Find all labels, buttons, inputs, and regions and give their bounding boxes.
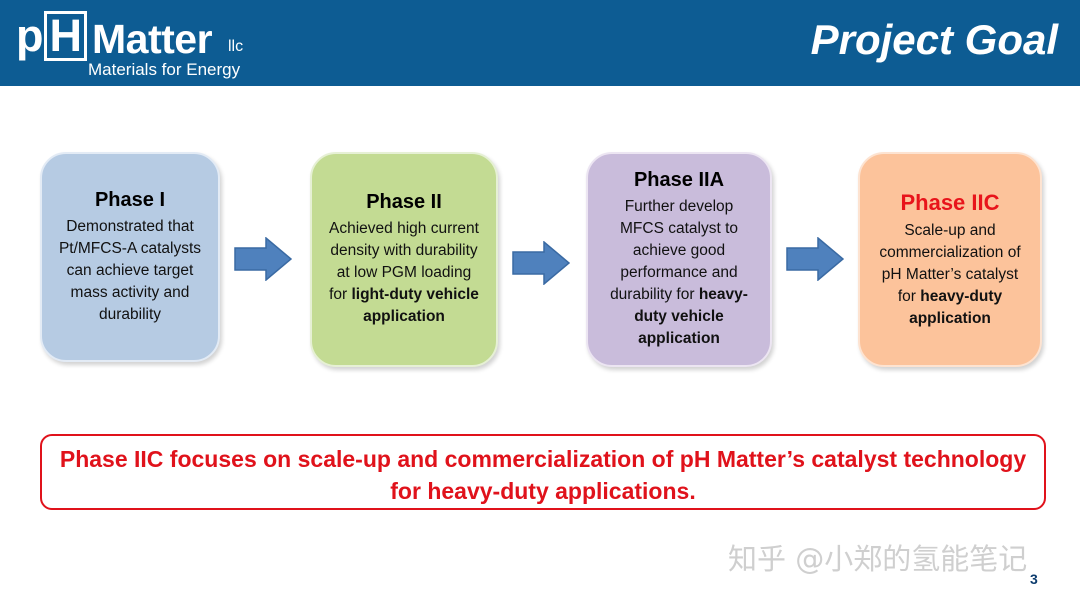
phase-description: Further develop MFCS catalyst to achieve… (602, 196, 756, 350)
phase-desc-text: Further develop MFCS catalyst to achieve… (610, 198, 738, 303)
logo-tagline: Materials for Energy (88, 60, 241, 79)
page-title: Project Goal (810, 16, 1058, 63)
phase-description: Demonstrated that Pt/MFCS-A catalysts ca… (56, 216, 204, 326)
phase-desc-text: Achieved high current density with durab… (329, 220, 479, 303)
phase-desc-text: Demonstrated that Pt/MFCS-A catalysts ca… (58, 217, 202, 323)
logo-matter: Matter (92, 16, 213, 62)
phase-desc-bold: heavy-duty vehicle application (634, 286, 748, 347)
phase-box-2: Phase II Achieved high current density w… (310, 152, 498, 367)
phase-title: Phase IIA (633, 169, 725, 191)
phase-box-3: Phase IIA Further develop MFCS catalyst … (586, 152, 772, 367)
right-arrow-icon (234, 237, 292, 281)
phase-title: Phase II (366, 191, 442, 213)
header-bar: pH pH Matter llc Materials for Energy Pr… (0, 0, 1080, 86)
page-number: 3 (1030, 571, 1038, 587)
company-logo[interactable]: pH pH Matter llc Materials for Energy (16, 8, 256, 82)
phase-desc-text: Scale-up and commercialization of pH Mat… (879, 221, 1021, 305)
phase-title: Phase IIC (900, 189, 1000, 215)
summary-banner: Phase IIC focuses on scale-up and commer… (40, 434, 1046, 510)
phase-description: Achieved high current density with durab… (326, 218, 482, 328)
watermark: 知乎 @小郑的氢能笔记 (728, 542, 1028, 576)
phase-title: Phase I (94, 188, 166, 211)
phase-description: Scale-up and commercialization of pH Mat… (874, 220, 1026, 330)
logo-h-boxed: H (43, 11, 87, 61)
right-arrow-icon (512, 241, 570, 285)
right-arrow-icon (786, 237, 844, 281)
phase-desc-bold: heavy-duty application (909, 287, 1003, 327)
phase-desc-bold: light-duty vehicle application (351, 286, 479, 325)
phase-box-1: Phase I Demonstrated that Pt/MFCS-A cata… (40, 152, 220, 362)
logo-llc: llc (228, 38, 244, 55)
logo-ph: pH pH (16, 10, 87, 61)
phase-box-4: Phase IIC Scale-up and commercialization… (858, 152, 1042, 367)
logo-p-letter: p (16, 10, 43, 61)
